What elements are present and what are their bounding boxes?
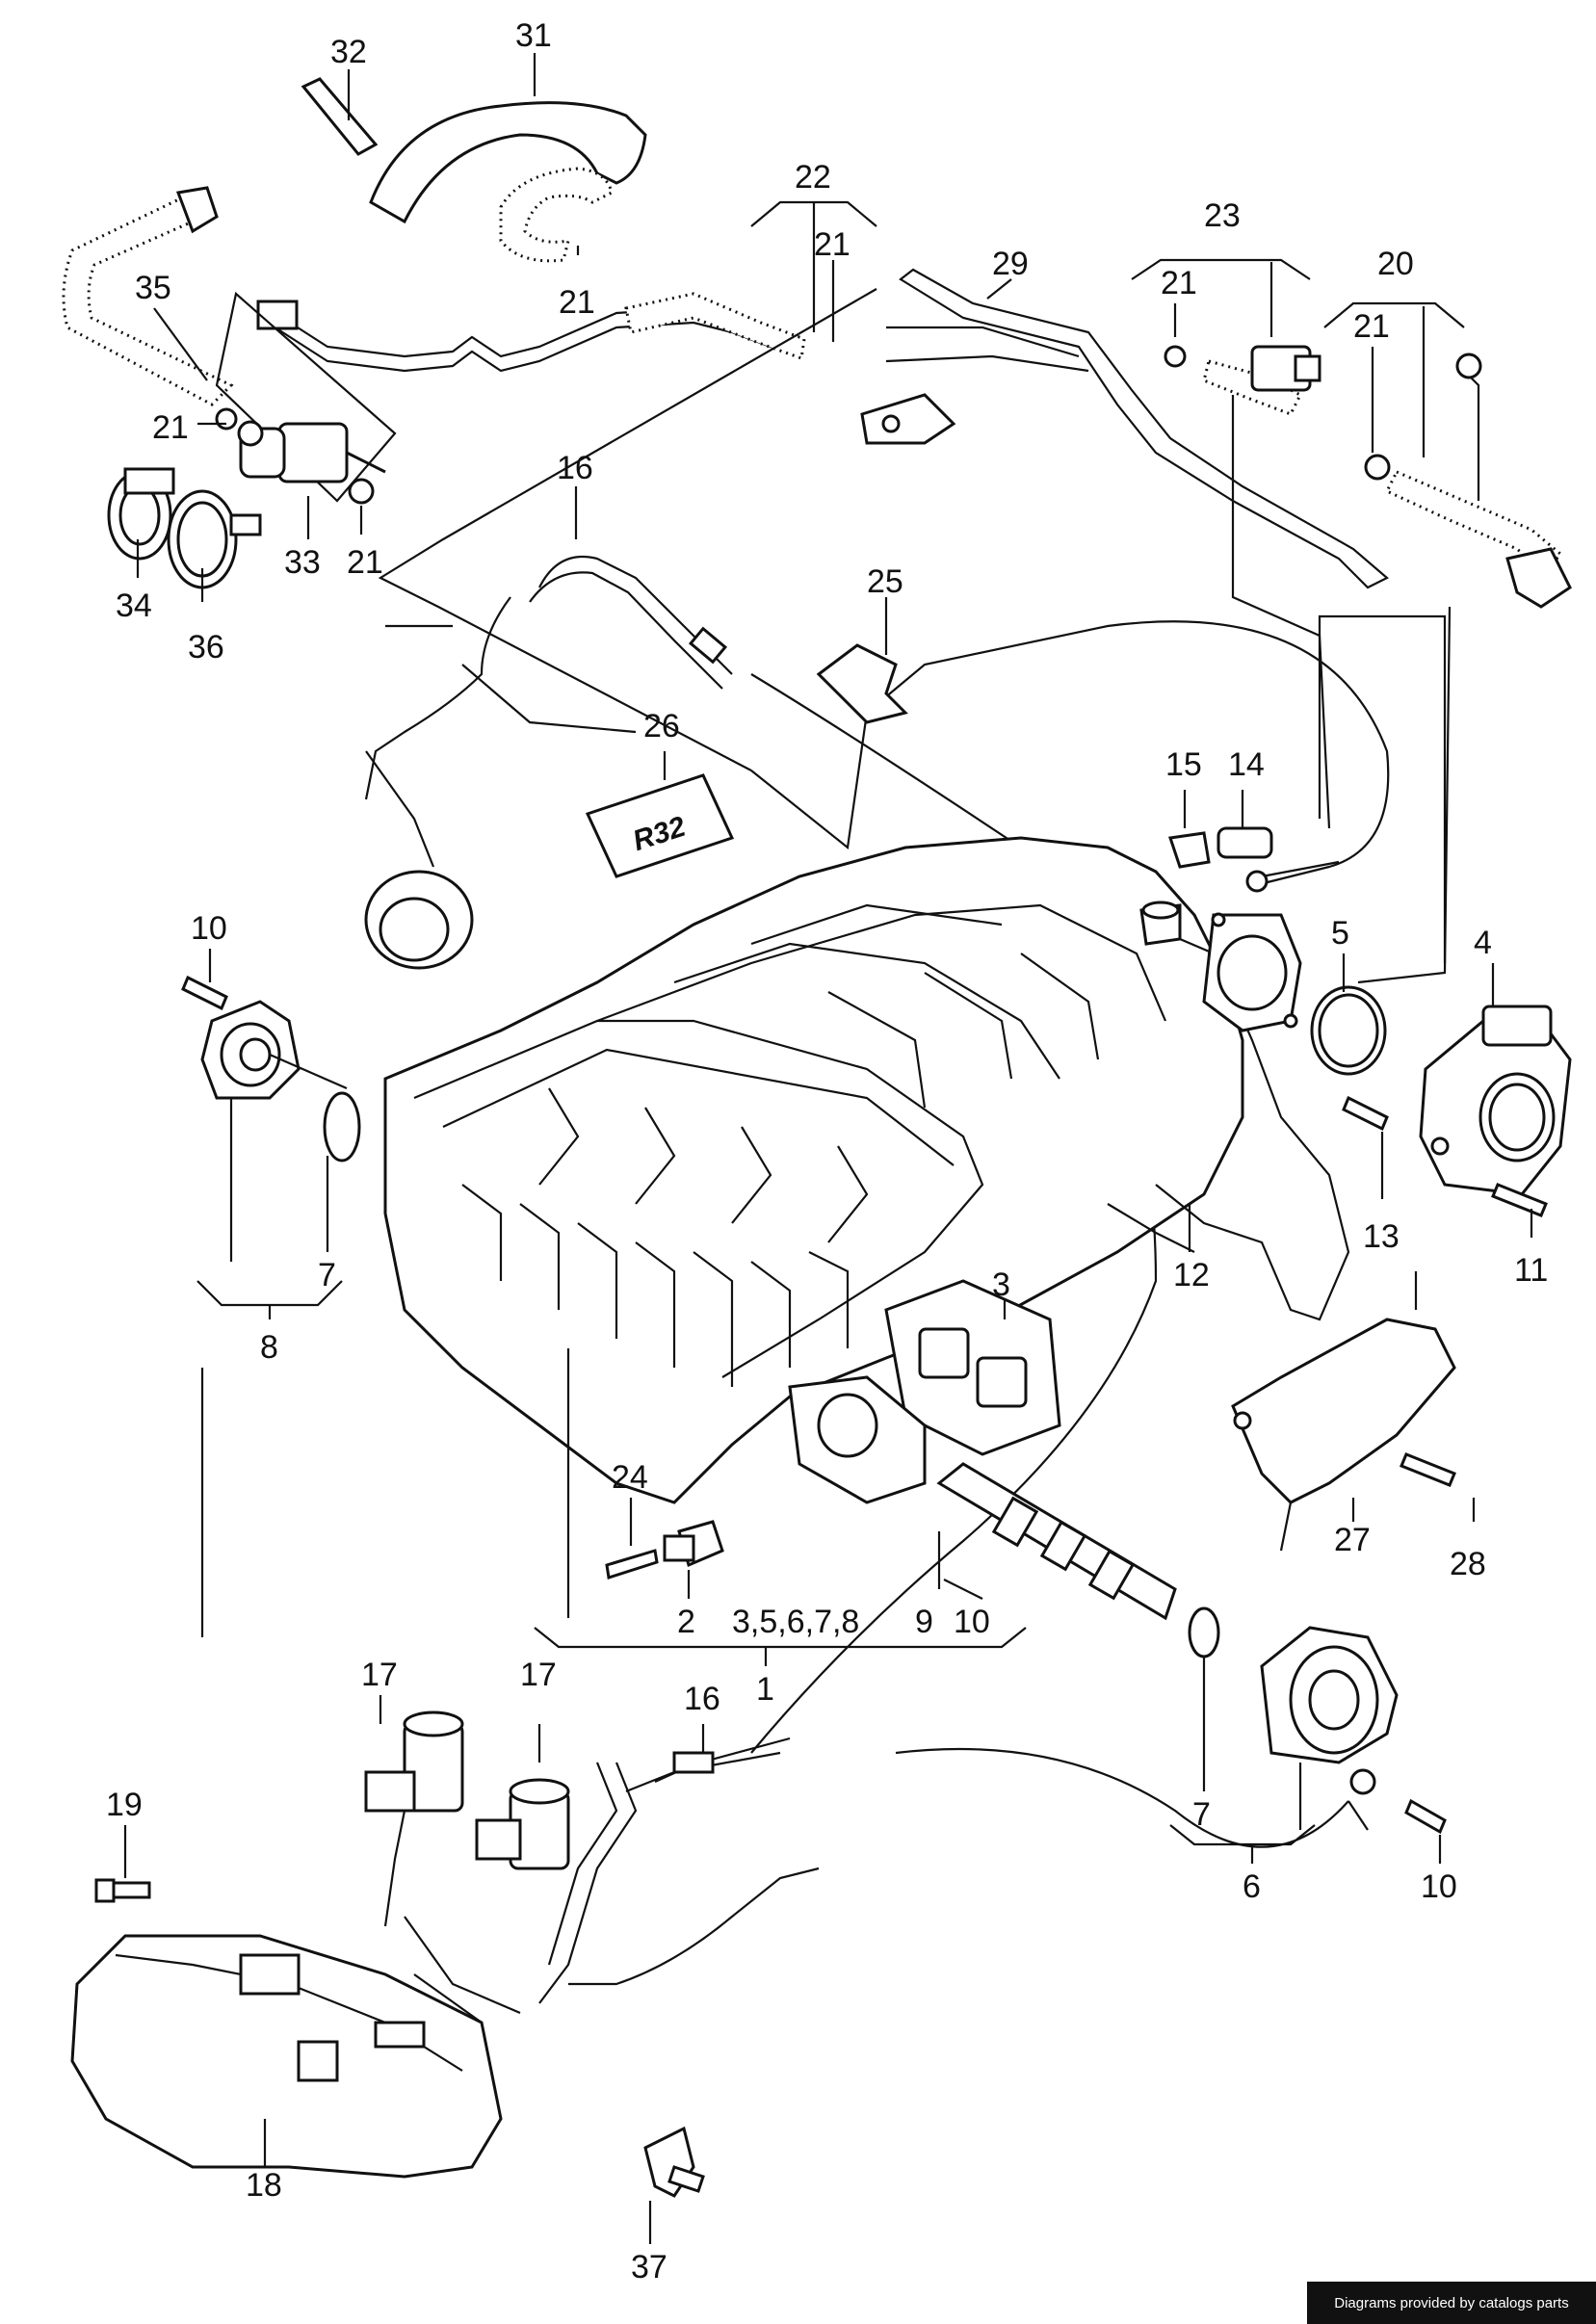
bolt-24 [605, 1549, 659, 1580]
label-23: 23 [1204, 197, 1241, 234]
shaft-9 [936, 1462, 1177, 1621]
plug-2 [663, 1520, 724, 1568]
vent-hose-31 [301, 77, 647, 224]
gasket-3 [884, 1279, 1061, 1456]
label-2: 2 [677, 1604, 695, 1640]
label-10-right: 10 [1421, 1868, 1457, 1905]
vacuum-lines [404, 1736, 820, 2024]
solenoid-valve-17-right [475, 1778, 570, 1870]
label-3-5-6-7-8: 3,5,6,7,8 [732, 1604, 859, 1640]
o-ring-7-right [1188, 1606, 1220, 1658]
label-21e: 21 [152, 409, 189, 446]
label-16-top: 16 [557, 450, 593, 486]
label-24: 24 [612, 1459, 648, 1496]
label-21f: 21 [347, 544, 383, 581]
hose-16-upper [364, 555, 733, 800]
label-34: 34 [116, 588, 152, 624]
label-27: 27 [1334, 1522, 1371, 1558]
label-17-right: 17 [520, 1657, 557, 1693]
intake-manifold-body [383, 836, 1350, 1504]
label-9: 9 [915, 1604, 933, 1640]
label-35: 35 [135, 270, 171, 306]
label-21: 21 [814, 226, 850, 263]
bolt-10-left [181, 975, 228, 1011]
o-ring-7-left [323, 1091, 361, 1162]
bolt-19 [94, 1878, 151, 1903]
hose-20 [1364, 353, 1572, 609]
manifold-lower-flange [788, 1375, 927, 1504]
label-28: 28 [1450, 1546, 1486, 1582]
label-31: 31 [515, 17, 552, 54]
label-37: 37 [631, 2249, 667, 2285]
grommet-15 [1168, 831, 1211, 869]
sensor-round [364, 750, 474, 970]
label-11: 11 [1514, 1252, 1548, 1289]
pipe-29 [860, 268, 1389, 589]
bolt-11 [1491, 1183, 1548, 1217]
label-22: 22 [795, 159, 831, 196]
label-7-left: 7 [318, 1257, 336, 1293]
tee-37 [643, 2126, 705, 2198]
label-8: 8 [260, 1329, 278, 1366]
hose-35 [62, 186, 234, 406]
label-4: 4 [1474, 925, 1492, 961]
label-13: 13 [1363, 1218, 1400, 1255]
gasket-5 [1310, 985, 1387, 1076]
leader-lines [123, 53, 1533, 2244]
dashed-leaders [200, 288, 1452, 1848]
bolt-28 [1400, 1452, 1456, 1487]
label-6: 6 [1243, 1868, 1261, 1905]
label-10-mid: 10 [954, 1604, 990, 1640]
bracket-25 [816, 643, 908, 724]
label-33: 33 [284, 544, 321, 581]
actuator-6 [1260, 1626, 1399, 1795]
label-5: 5 [1331, 915, 1349, 952]
label-14: 14 [1228, 746, 1265, 783]
credit-banner: Diagrams provided by catalogs parts [1307, 2282, 1596, 2324]
filter-14 [1217, 826, 1340, 893]
manifold-flange [1139, 901, 1302, 1032]
bolt-10-right [1404, 1798, 1447, 1835]
clamp-34 [107, 467, 175, 561]
emblem-26: R32 [585, 773, 735, 878]
label-18: 18 [246, 2167, 282, 2204]
label-3: 3 [992, 1266, 1010, 1303]
valve-23 [1164, 345, 1321, 416]
seal-36 [167, 489, 262, 589]
label-21d: 21 [559, 284, 595, 321]
label-17-left: 17 [361, 1657, 398, 1693]
label-10-left: 10 [191, 910, 227, 947]
flange-8 [200, 1000, 348, 1100]
throttle-body-4 [1419, 1005, 1572, 1196]
label-36: 36 [188, 629, 224, 666]
label-15: 15 [1165, 746, 1202, 783]
label-21c: 21 [1353, 308, 1390, 345]
label-25: 25 [867, 563, 903, 600]
pipe-assembly-upper [215, 291, 806, 503]
label-1: 1 [756, 1671, 774, 1708]
label-20: 20 [1377, 246, 1414, 282]
vacuum-reservoir-18 [70, 1934, 503, 2179]
valve-33 [215, 407, 386, 505]
label-32: 32 [330, 34, 367, 70]
label-26: 26 [643, 708, 680, 744]
callout-labels: 32 31 22 21 23 29 21 20 21 35 21 21 21 3… [106, 17, 1548, 2285]
label-12: 12 [1173, 1257, 1210, 1293]
label-21b: 21 [1161, 265, 1197, 301]
label-7-right: 7 [1192, 1796, 1211, 1833]
hose-dotted-upper [499, 167, 614, 263]
label-19: 19 [106, 1787, 143, 1823]
solenoid-valve-17-left [364, 1710, 464, 1927]
label-29: 29 [992, 246, 1029, 282]
bracket-27 [1231, 1271, 1456, 1552]
label-16-bottom: 16 [684, 1681, 720, 1717]
bolt-13 [1342, 1095, 1389, 1132]
